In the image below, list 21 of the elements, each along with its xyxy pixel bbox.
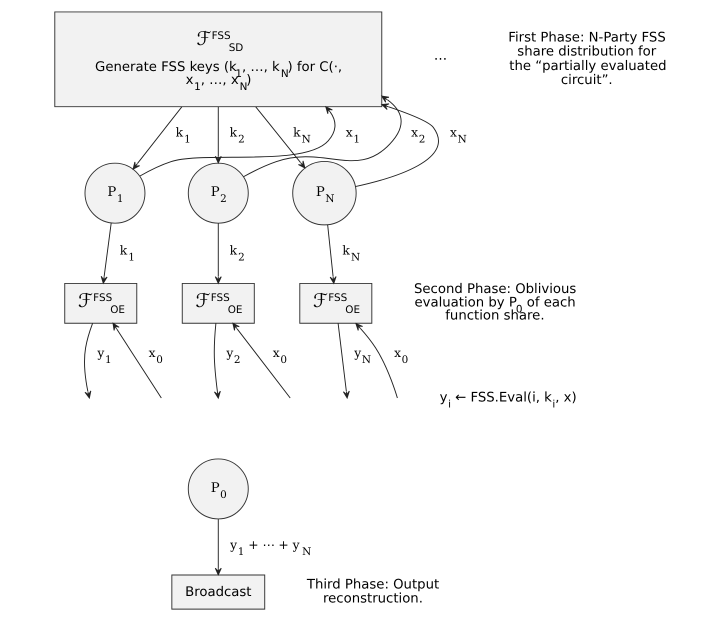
edge-label: y$_{2}$: [226, 346, 240, 366]
label: Second Phase: Oblivious evaluation by P$_{0}$ of each function share.: [413, 282, 576, 324]
label: Third Phase: Output reconstruction.: [306, 577, 439, 607]
edge-label: x$_{N}$: [450, 125, 466, 146]
edge-label: k$_{1}$: [175, 125, 190, 146]
edge-label: k$_{1}$: [119, 243, 134, 264]
label: ⋯: [433, 52, 447, 67]
label: y$_{i}$ ← FSS.Eval(i, k$_{i}$, x): [439, 390, 576, 411]
edge-label: k$_{2}$: [229, 243, 244, 264]
edge-label: k$_{N}$: [342, 243, 360, 264]
edge-label: x$_{0}$: [394, 346, 408, 366]
edge-label: k$_{2}$: [229, 125, 244, 146]
edge-label: y$_{1}$: [96, 346, 112, 366]
edge-label: x$_{0}$: [148, 346, 162, 366]
edge-label: x$_{1}$: [345, 125, 360, 146]
edge-label: y$_{N}$: [354, 346, 370, 366]
edge-label: x$_{2}$: [410, 125, 425, 146]
edge-label: k$_{N}$: [292, 125, 310, 146]
edge-label: y$_{1}$ + ⋯ + y$_{N}$: [230, 538, 311, 558]
edge-label: x$_{0}$: [272, 346, 286, 366]
label: First Phase: N-Party FSS share distribution for the “partially evaluated circuit”.: [508, 30, 666, 88]
